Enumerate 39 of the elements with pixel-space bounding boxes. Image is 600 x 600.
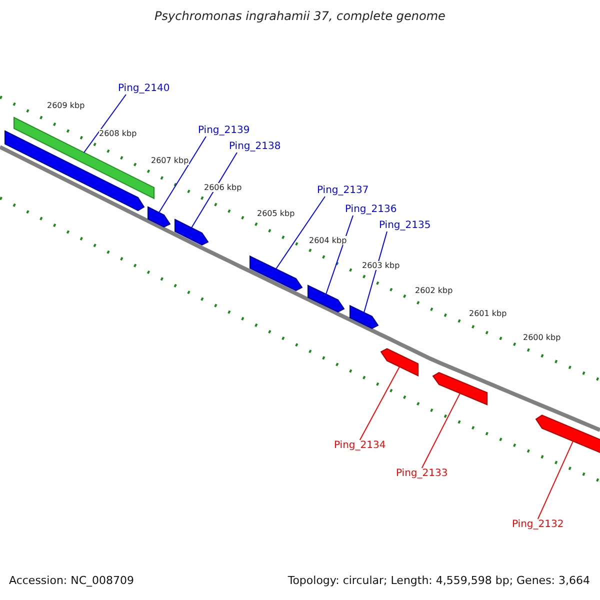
scale-label: 2600 kbp: [523, 333, 561, 342]
scale-label: 2605 kbp: [257, 209, 295, 218]
scale-label: 2602 kbp: [415, 286, 453, 296]
scale-label: 2607 kbp: [151, 156, 189, 166]
gene-label: Ping_2134: [334, 440, 386, 452]
scale-label: 2608 kbp: [99, 129, 137, 138]
footer-text: Topology: circular; Length: 4,559,598 bp; Genes: 3,664: [288, 575, 590, 588]
gene-label: Ping_2140: [118, 83, 170, 94]
scale-label: 2601 kbp: [469, 309, 507, 318]
gene-label: Ping_2139: [198, 125, 250, 136]
leader-line: [359, 366, 400, 440]
scale-label: 2604 kbp: [309, 236, 347, 246]
leader-line: [537, 440, 574, 520]
leader-line: [364, 231, 388, 314]
title: Psychromonas ingrahamii 37, complete genome: [154, 10, 446, 24]
gene-label: Ping_2138: [229, 141, 281, 152]
gene-label: Ping_2137: [317, 185, 369, 196]
gene-label: Ping_2136: [345, 204, 397, 216]
gene-feature: [350, 304, 379, 329]
leader-line: [191, 152, 238, 228]
gene-feature: [250, 255, 303, 292]
gene-feature: [380, 348, 418, 376]
gene-label: Ping_2132: [512, 519, 564, 530]
scale-label: 2609 kbp: [47, 101, 85, 110]
gene-feature: [308, 284, 345, 312]
gene-label: Ping_2135: [379, 220, 431, 232]
leader-line: [326, 215, 354, 295]
leader-line: [158, 136, 206, 213]
gene-label: Ping_2133: [396, 468, 448, 480]
scale-label: 2603 kbp: [362, 261, 400, 270]
leader-line: [84, 94, 126, 153]
leader-line: [421, 392, 460, 468]
gene-feature: [432, 372, 488, 406]
gene-feature: [174, 218, 209, 246]
gene-feature: [148, 206, 171, 228]
scale-label: 2606 kbp: [204, 183, 242, 192]
leader-line: [276, 196, 326, 270]
footer-text: Accession: NC_008709: [9, 575, 134, 588]
gene-feature: [4, 130, 145, 212]
